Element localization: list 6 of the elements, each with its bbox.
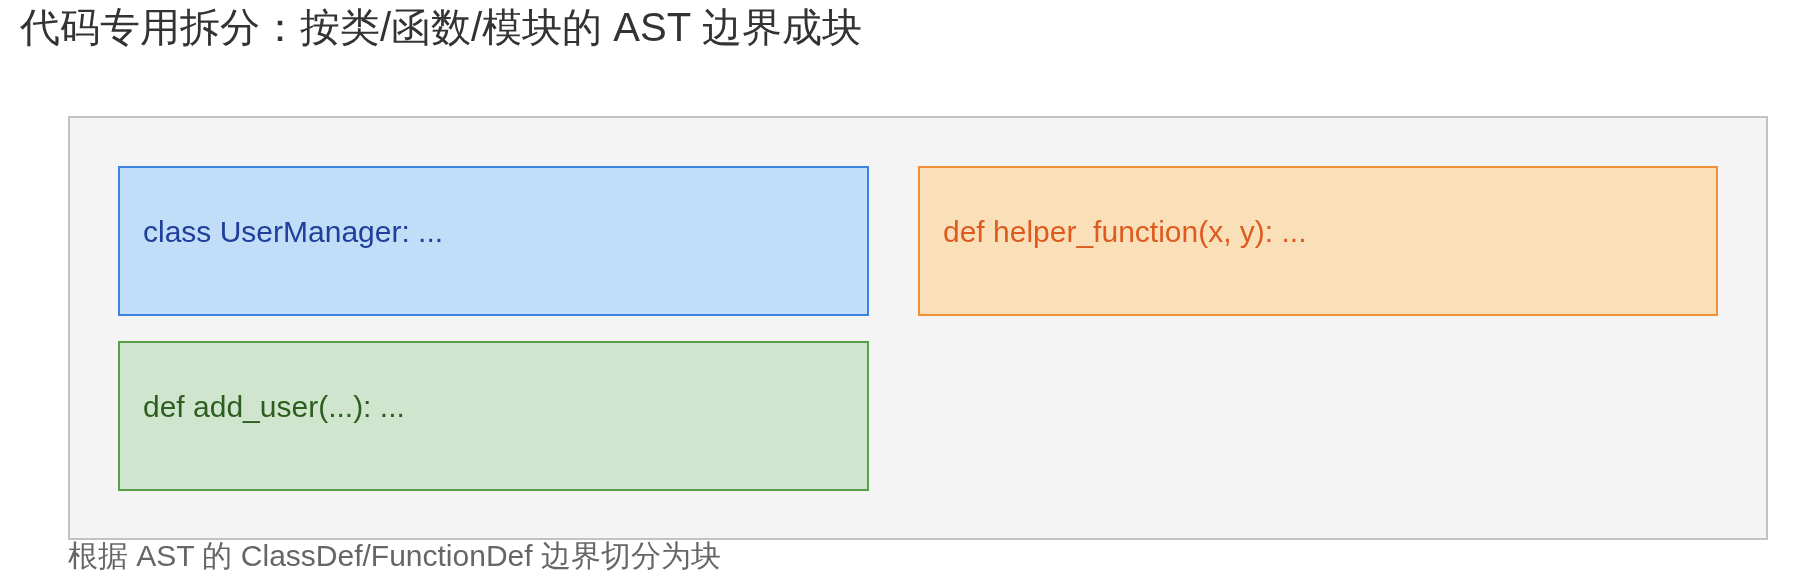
panel [68, 116, 1768, 540]
caption: 根据 AST 的 ClassDef/FunctionDef 边界切分为块 [68, 539, 721, 573]
code-block: def add_user(...): ... [118, 341, 869, 491]
code-block: def helper_function(x, y): ... [918, 166, 1718, 316]
title: 代码专用拆分：按类/函数/模块的 AST 边界成块 [20, 4, 862, 50]
code-block: class UserManager: ... [118, 166, 869, 316]
